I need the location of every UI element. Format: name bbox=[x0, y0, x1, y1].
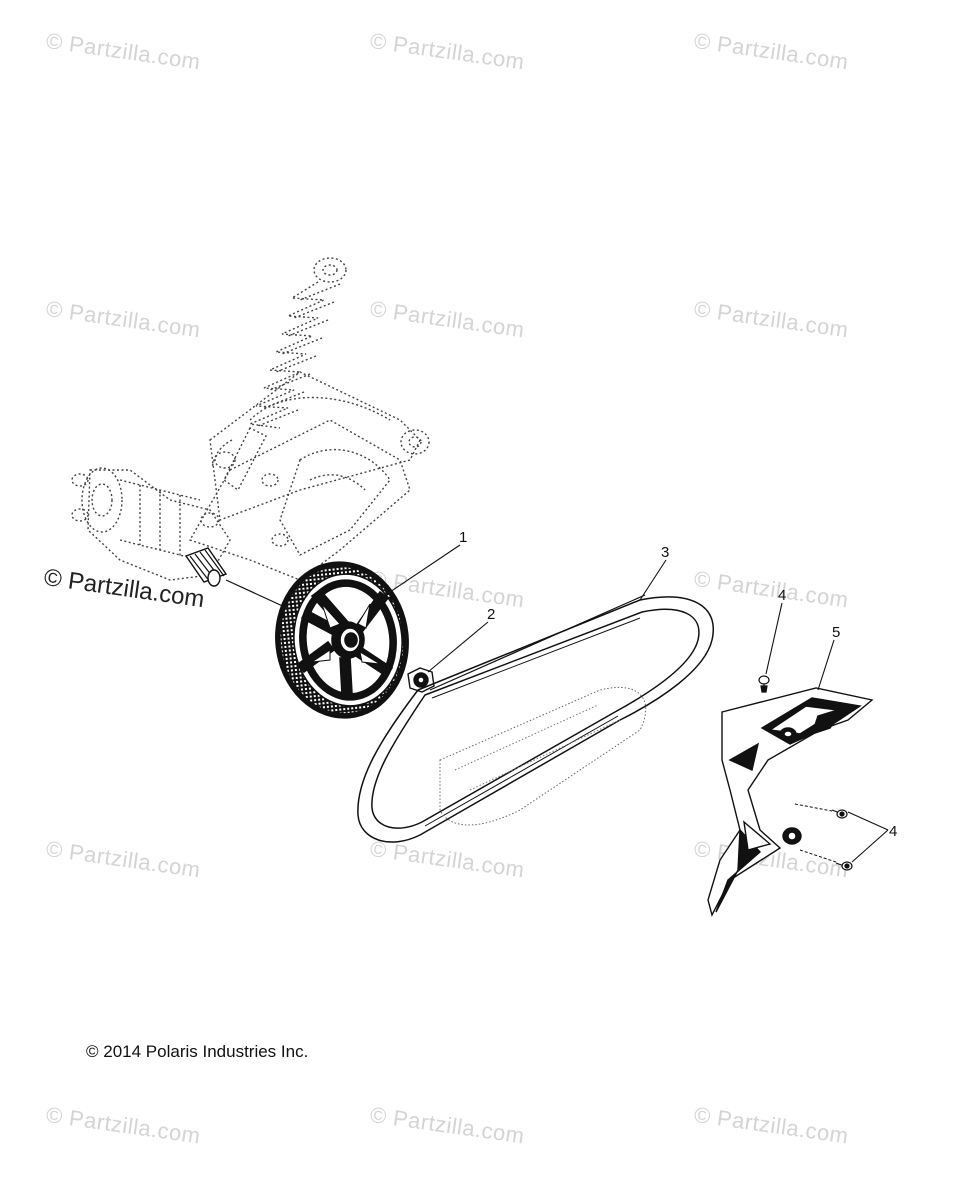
callout-labels: 1 2 3 4 5 4 bbox=[459, 529, 897, 840]
output-shaft bbox=[184, 547, 301, 615]
callout-1: 1 bbox=[459, 529, 467, 546]
drive-belt bbox=[357, 594, 715, 843]
leader-lines bbox=[377, 544, 889, 863]
rear-sprocket bbox=[275, 561, 409, 719]
screw-centerlines bbox=[794, 803, 837, 863]
belt-guard bbox=[707, 687, 874, 917]
callout-3: 3 bbox=[661, 544, 669, 561]
callout-2: 2 bbox=[487, 606, 495, 623]
screw bbox=[758, 675, 853, 871]
copyright-notice: © 2014 Polaris Industries Inc. bbox=[86, 1042, 309, 1061]
callout-4-pair: 4 bbox=[889, 823, 897, 840]
swing-arm-assembly bbox=[71, 257, 430, 581]
callout-5: 5 bbox=[832, 624, 840, 641]
callout-4: 4 bbox=[778, 587, 786, 604]
